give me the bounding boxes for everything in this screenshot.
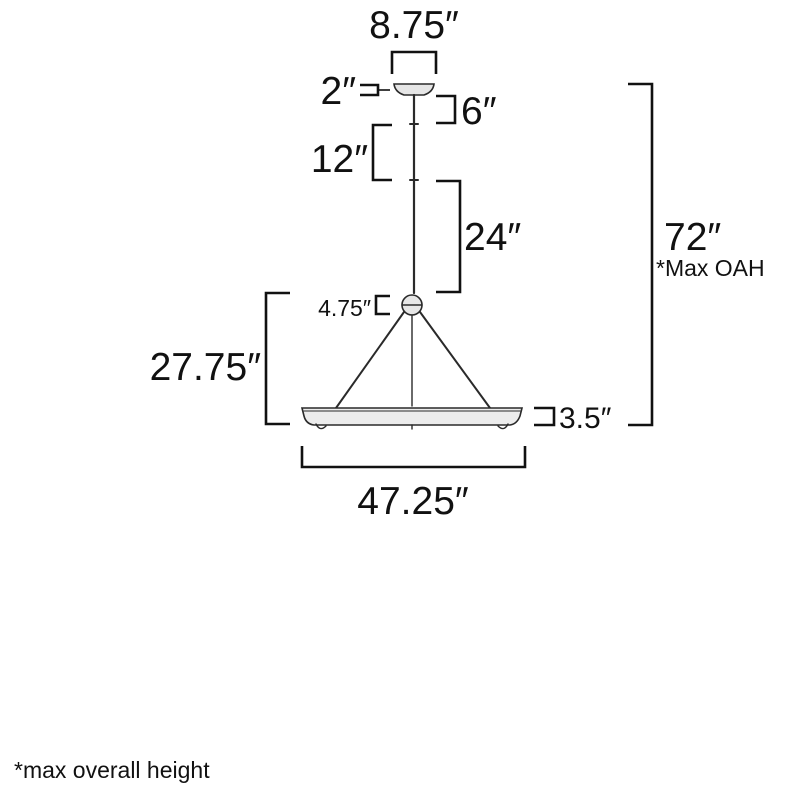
rod-segment-2-bracket — [436, 179, 462, 294]
ring-diameter-label: 47.25″ — [357, 480, 469, 523]
max-oah-label: 72″ — [664, 216, 721, 259]
rod-segment-2-label: 24″ — [464, 216, 521, 259]
ring-diameter-bracket — [300, 446, 527, 469]
max-oah-bracket — [628, 82, 654, 427]
arm-right — [419, 311, 491, 409]
ring-height-bracket — [534, 406, 556, 427]
canopy-width-bracket — [390, 50, 438, 74]
ring-tab-right — [497, 423, 509, 430]
canopy-height-bracket — [360, 83, 380, 97]
dimension-brackets — [264, 50, 654, 469]
ball-height-bracket — [374, 294, 390, 316]
ball-height-label: 4.75″ — [318, 295, 371, 321]
canopy-height-label: 2″ — [321, 70, 357, 113]
dimension-labels: 8.75″ 2″ 6″ 12″ 24″ 72″ *Max OAH 4.75″ 2… — [150, 4, 765, 523]
canopy-rod-label: 6″ — [461, 90, 497, 133]
canopy-rod-bracket — [436, 94, 457, 125]
ring-tab-left — [315, 423, 327, 430]
footnote: *max overall height — [14, 757, 210, 783]
canopy-width-label: 8.75″ — [369, 4, 459, 47]
max-oah-note: *Max OAH — [656, 255, 765, 281]
ring — [300, 407, 524, 426]
canopy — [393, 83, 435, 96]
arm-left — [335, 311, 405, 409]
rod-segment-1-bracket — [371, 123, 392, 182]
rod-segment-1-label: 12″ — [311, 138, 368, 181]
ring-height-label: 3.5″ — [559, 402, 612, 435]
frame-height-bracket — [264, 291, 290, 426]
frame-height-label: 27.75″ — [150, 346, 262, 389]
pendant-fixture — [300, 83, 524, 430]
